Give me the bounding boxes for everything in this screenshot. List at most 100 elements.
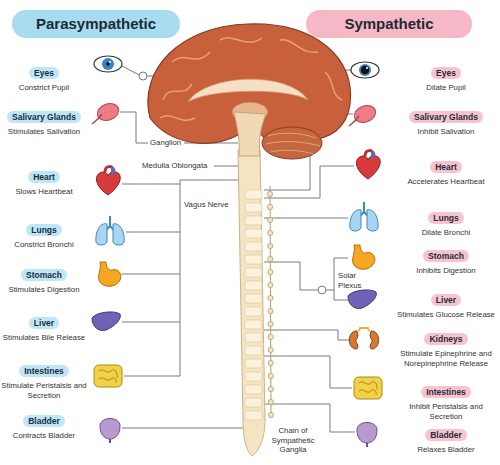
organ-name: Salivary Glands xyxy=(409,111,483,123)
organ-name: Intestines xyxy=(19,365,69,377)
eye-iris xyxy=(359,64,371,76)
ganglion-bead xyxy=(268,321,273,326)
ganglion-bead xyxy=(268,295,273,300)
urethra xyxy=(109,439,111,443)
organ-icon xyxy=(356,151,380,179)
nerve-line xyxy=(334,290,348,300)
cerebellum-folds xyxy=(266,133,320,154)
organ-label: Salivary GlandsStimulates Salivation xyxy=(0,106,88,137)
organ-name: Kidneys xyxy=(424,333,467,345)
intestine-body xyxy=(94,365,122,387)
organ-label: Salivary GlandsInhibit Salivation xyxy=(394,106,498,137)
vertebra xyxy=(245,333,262,342)
vertebra xyxy=(245,281,262,290)
division-header: Parasympathetic xyxy=(12,10,180,38)
organ-icon xyxy=(99,262,121,286)
stomach-body xyxy=(353,245,375,269)
adrenal-gland xyxy=(359,328,369,331)
organ-label: EyesConstrict Pupil xyxy=(0,62,88,93)
lung-lobe xyxy=(367,210,378,231)
vertebra xyxy=(245,385,262,394)
division-title: Sympathetic xyxy=(306,10,472,38)
gland-duct xyxy=(92,114,102,124)
organ-icon xyxy=(357,423,377,448)
eye-pupil xyxy=(106,62,110,66)
ganglion-bead xyxy=(268,386,273,391)
vertebra xyxy=(245,268,262,277)
organ-label: StomachStimulates Digestion xyxy=(0,264,88,295)
nerve-line xyxy=(264,218,348,219)
organ-label: HeartSlows Heartbeat xyxy=(0,166,88,197)
eye-white xyxy=(351,62,379,78)
vertebra xyxy=(245,294,262,303)
ganglion-symbol xyxy=(318,286,326,294)
ganglion-bead xyxy=(268,373,273,378)
nerve-line xyxy=(264,330,350,340)
organ-icon xyxy=(348,290,376,309)
organ-label: HeartAccelerates Heartbeat xyxy=(394,156,498,187)
organ-illustrations xyxy=(92,56,382,447)
bladder-body xyxy=(357,423,377,444)
ganglion-bead xyxy=(268,269,273,274)
organ-effect: Inhibit Salivation xyxy=(394,127,498,137)
nerve-line xyxy=(264,404,355,432)
organ-effect: Stimulate Peristalsis and Secretion xyxy=(0,381,88,400)
anatomy-label: Medulla Oblongata xyxy=(142,161,216,171)
organ-icon xyxy=(354,377,382,399)
ganglion-bead xyxy=(268,399,273,404)
eye-highlight xyxy=(366,67,368,69)
vertebra xyxy=(245,320,262,329)
anatomy-label: Vagus Nerve xyxy=(184,200,244,210)
organ-effect: Stimulates Glucose Release xyxy=(394,310,498,320)
organ-label: StomachInhibits Digestion xyxy=(394,245,498,276)
vertebrae xyxy=(245,190,262,420)
organ-effect: Inhibit Peristalsis and Secretion xyxy=(394,402,498,421)
gland-body xyxy=(352,103,378,126)
nerve-line xyxy=(122,184,180,185)
anatomy-label: Ganglion xyxy=(150,138,190,148)
ganglion-bead xyxy=(268,360,273,365)
organ-icon xyxy=(349,328,378,349)
organ-label: IntestinesInhibit Peristalsis and Secret… xyxy=(394,381,498,421)
organ-icon xyxy=(351,62,379,78)
nerve-line xyxy=(180,180,242,376)
organ-icon xyxy=(350,202,378,231)
ganglion-bead xyxy=(268,334,273,339)
organ-name: Heart xyxy=(28,171,60,183)
nerve-line xyxy=(126,232,180,233)
organ-effect: Accelerates Heartbeat xyxy=(394,177,498,187)
ganglion-bead xyxy=(268,308,273,313)
organ-effect: Stimulates Bile Release xyxy=(0,333,88,343)
heart-body xyxy=(356,156,380,179)
organ-icon xyxy=(96,216,124,245)
nerve-line xyxy=(122,274,180,275)
nerve-line xyxy=(120,112,148,143)
eye-highlight xyxy=(109,61,111,63)
ganglion-bead xyxy=(268,412,273,417)
organ-icon xyxy=(92,312,120,331)
ganglion-bead xyxy=(267,204,272,209)
ganglion-bead xyxy=(268,217,273,222)
organ-name: Stomach xyxy=(423,250,469,262)
vertebra xyxy=(245,398,262,407)
organ-icon xyxy=(94,56,122,72)
eye-pupil xyxy=(361,66,369,74)
vertebra xyxy=(245,203,262,212)
organ-label: LiverStimulates Bile Release xyxy=(0,312,88,343)
liver-body xyxy=(348,290,376,309)
organ-icon xyxy=(349,103,378,126)
vertebra xyxy=(245,216,262,225)
liver-body xyxy=(92,312,120,331)
organ-effect: Slows Heartbeat xyxy=(0,187,88,197)
vertebra xyxy=(245,255,262,264)
organ-label: EyesDilate Pupil xyxy=(394,62,498,93)
organ-name: Liver xyxy=(431,294,461,306)
anatomy-label: Solar Plexus xyxy=(338,271,368,290)
organ-icon xyxy=(94,365,122,387)
spinal-cord xyxy=(238,150,265,456)
ganglion-bead xyxy=(268,230,273,235)
gland-body xyxy=(95,101,121,124)
organ-label: BladderContracts Bladder xyxy=(0,410,88,441)
gland-duct xyxy=(349,116,359,126)
